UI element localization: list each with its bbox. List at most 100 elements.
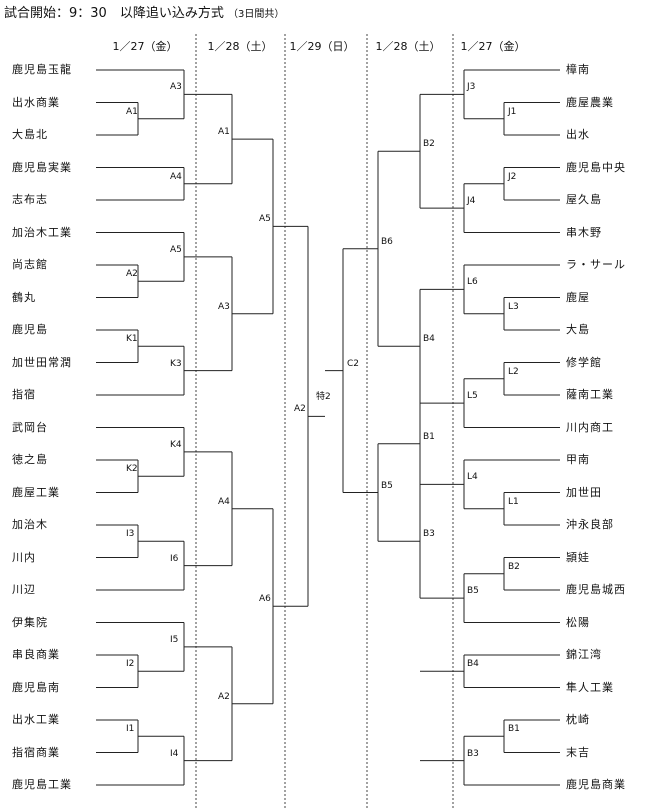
team-name-left: 加治木工業 [12,225,72,239]
team-name-right: 大島 [566,323,590,336]
team-name-right: 屋久島 [566,193,602,206]
match-label: J1 [508,106,517,117]
match-label: A4 [218,496,230,507]
match-label: B4 [467,659,479,670]
day-header: 1／29（日） [289,40,355,53]
match-label: A3 [170,82,182,93]
match-label: B3 [423,529,435,540]
team-name-left: 鹿児島玉龍 [12,63,72,76]
team-name-right: ラ・サール [566,258,626,271]
team-name-left: 志布志 [12,193,48,206]
match-label: I5 [170,634,179,645]
match-label: I4 [170,748,179,759]
match-label: A2 [294,404,306,415]
match-label: J4 [467,196,476,207]
team-name-left: 鶴丸 [12,290,36,304]
match-label: L6 [467,277,478,288]
team-name-left: 鹿児島南 [12,680,60,694]
day-header: 1／27（金） [460,40,526,53]
team-name-right: 松陽 [566,615,590,629]
team-name-right: 加世田 [566,485,602,499]
match-label: A2 [126,269,138,280]
match-label: A1 [218,127,230,138]
match-label: A1 [126,106,138,117]
match-label: B2 [423,139,435,150]
match-label: J3 [467,82,476,93]
team-name-left: 鹿児島実業 [12,160,72,174]
team-name-right: 鹿屋 [566,290,590,304]
team-name-right: 錦江湾 [566,648,602,661]
match-label: B1 [423,431,435,442]
team-name-left: 鹿児島工業 [12,778,72,791]
team-name-right: 鹿屋農業 [566,95,614,109]
match-label: K3 [170,358,182,369]
final-label: 特2 [316,392,331,403]
match-label: I6 [170,553,179,564]
team-name-left: 鹿屋工業 [12,485,60,499]
match-label: K4 [170,439,182,450]
team-name-left: 串良商業 [12,648,60,661]
match-label: K2 [126,464,138,475]
match-label: A3 [218,301,230,312]
team-name-left: 川辺 [12,583,36,596]
team-name-left: 武岡台 [12,420,48,434]
page-header: 試合開始：9：30 以降追い込み方式 （3日間共） [4,2,284,21]
team-name-right: 修学館 [566,355,602,369]
schedule-note: （3日間共） [227,9,285,20]
match-label: L5 [467,391,478,402]
team-name-right: 薩南工業 [566,388,614,401]
team-name-right: 沖永良部 [566,518,614,531]
match-label: A5 [170,244,182,255]
match-label: B1 [508,724,520,735]
team-name-left: 出水工業 [12,713,60,726]
match-label: K1 [126,334,138,345]
team-name-right: 鹿児島商業 [566,778,626,791]
team-name-left: 川内 [12,550,36,564]
match-label: L2 [508,366,519,377]
team-name-left: 指宿商業 [12,745,60,759]
match-label: L3 [508,301,519,312]
match-label: B5 [381,480,393,491]
team-name-right: 末吉 [566,745,590,759]
team-name-left: 徳之島 [12,453,48,466]
match-label: B2 [508,561,520,572]
team-name-left: 加治木 [12,518,48,531]
start-time-text: 試合開始：9：30 以降追い込み方式 [4,6,224,21]
match-label: A2 [218,691,230,702]
match-label: I1 [126,724,135,735]
match-label: J2 [508,171,517,182]
team-name-left: 鹿児島 [12,323,48,336]
match-label: B6 [381,236,393,247]
day-header: 1／27（金） [112,40,178,53]
team-name-right: 枕崎 [566,713,590,726]
team-name-right: 鹿児島城西 [566,583,626,596]
match-label: A4 [170,171,182,182]
day-header: 1／28（土） [375,40,441,53]
team-name-right: 鹿児島中央 [566,160,626,174]
team-name-right: 川内商工 [566,420,614,434]
day-header: 1／28（土） [207,40,273,53]
match-label: L1 [508,496,519,507]
team-name-right: 甲南 [566,453,590,466]
team-name-left: 尚志館 [12,258,48,271]
match-label: I2 [126,659,135,670]
match-label: I3 [126,529,135,540]
team-name-left: 伊集院 [12,615,48,629]
team-name-left: 出水商業 [12,95,60,109]
match-label: B3 [467,748,479,759]
team-name-right: 串木野 [566,225,602,239]
team-name-right: 出水 [566,128,590,141]
match-label: L4 [467,472,478,483]
team-name-right: 頴娃 [566,550,590,564]
team-name-left: 大島北 [12,128,48,141]
team-name-right: 隼人工業 [566,680,614,694]
match-label: B4 [423,334,435,345]
match-label: A6 [259,594,271,605]
match-label: C2 [347,358,360,369]
team-name-left: 加世田常潤 [12,355,72,369]
team-name-right: 樟南 [566,63,590,76]
team-name-left: 指宿 [12,388,36,401]
match-label: A5 [259,214,271,225]
match-label: B5 [467,586,479,597]
